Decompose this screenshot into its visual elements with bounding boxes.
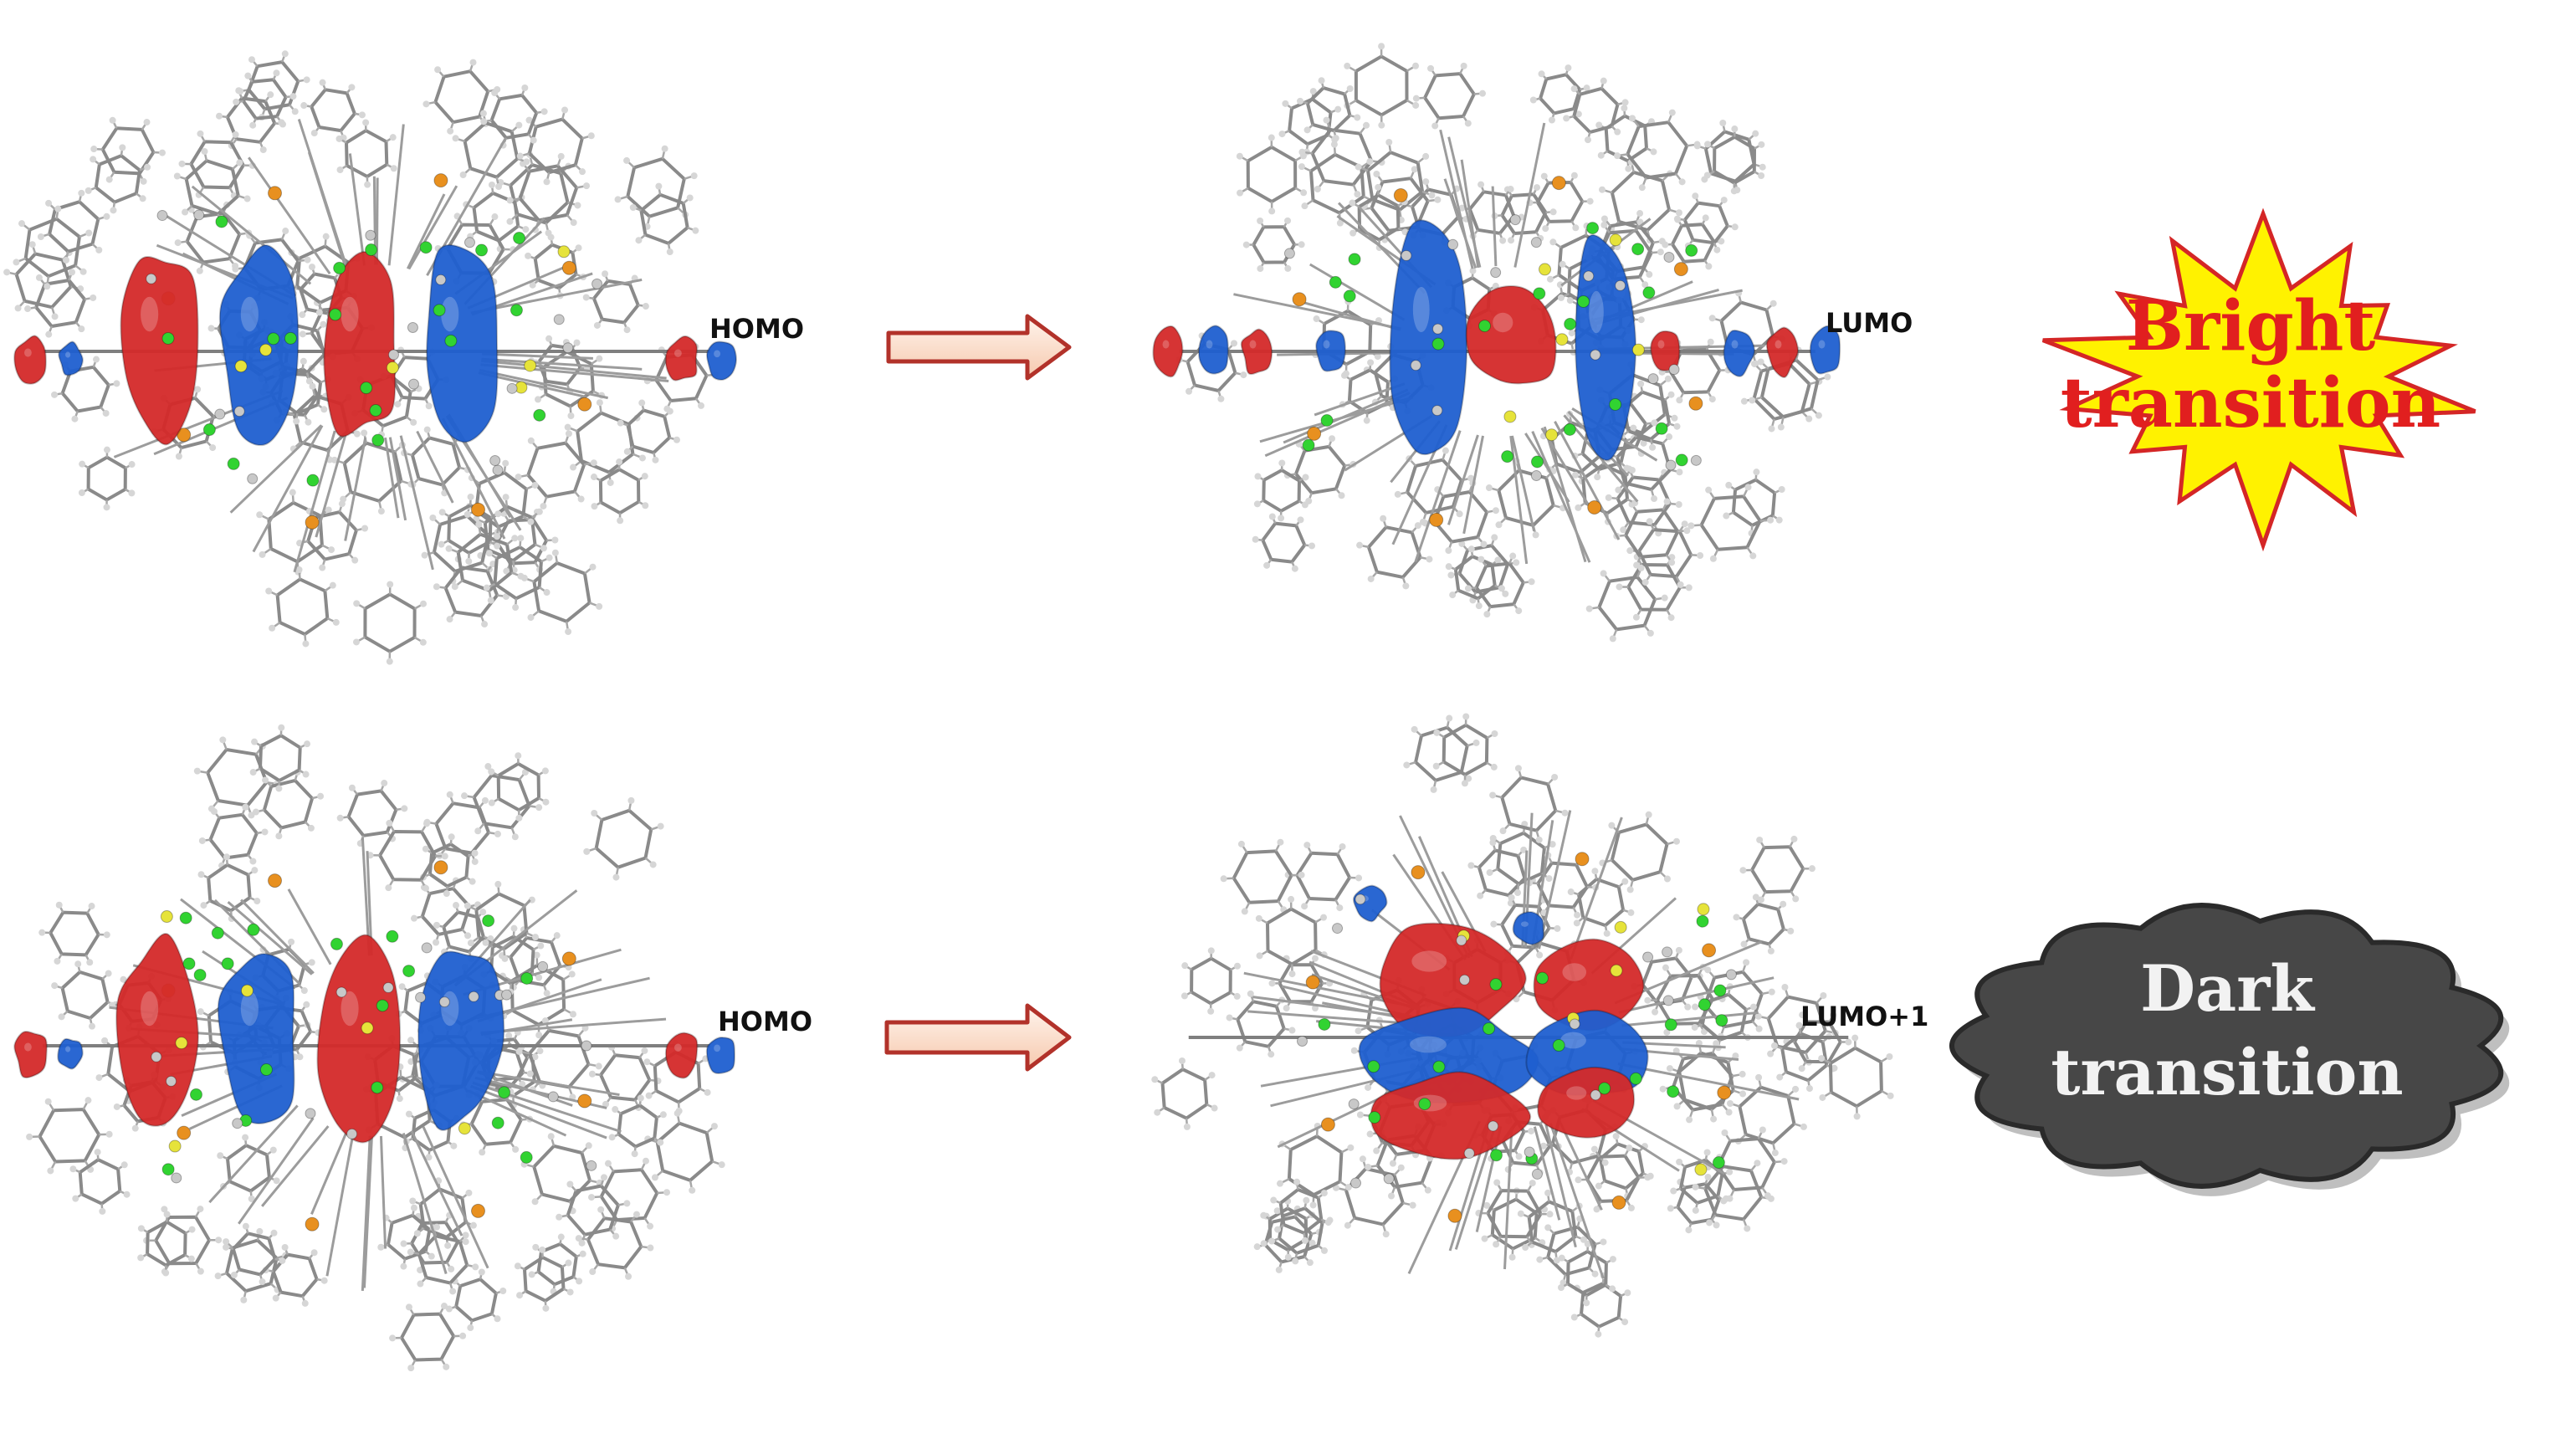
burst-line-2: transition bbox=[2061, 363, 2440, 443]
lumo-label-row-1: LUMO bbox=[1826, 307, 1913, 339]
homo-molecule-row-2 bbox=[13, 724, 736, 1372]
cloud-line-1: Dark bbox=[2140, 951, 2315, 1026]
burst-line-1: Bright bbox=[2126, 286, 2376, 366]
dark-transition-cloud: Dark transition bbox=[1949, 903, 2510, 1196]
row-2: HOMO LUMO+1 Dark transition bbox=[13, 713, 2510, 1372]
orbital-isosurface bbox=[1296, 884, 1737, 1189]
row-1: HOMO LUMO Bright transition bbox=[3, 43, 2476, 665]
homo-molecule-row-1 bbox=[3, 50, 738, 665]
orbital-isosurface bbox=[1152, 214, 1841, 482]
lumo-plus-1-molecule-row-2 bbox=[1151, 713, 1894, 1338]
cloud-line-2: transition bbox=[2051, 1035, 2403, 1109]
homo-label-row-2: HOMO bbox=[718, 1006, 812, 1037]
lumo-plus-1-label-row-2: LUMO+1 bbox=[1800, 1001, 1928, 1032]
ligand-framework bbox=[1151, 713, 1894, 1338]
lumo-molecule-row-1 bbox=[1152, 43, 1841, 643]
transition-arrow-row-1 bbox=[886, 314, 1072, 381]
bright-transition-burst: Bright transition bbox=[2041, 207, 2476, 552]
homo-label-row-1: HOMO bbox=[709, 313, 804, 345]
transition-arrow-row-2 bbox=[884, 1003, 1072, 1072]
orbital-isosurface bbox=[13, 910, 736, 1184]
orbital-isosurface bbox=[13, 209, 738, 487]
